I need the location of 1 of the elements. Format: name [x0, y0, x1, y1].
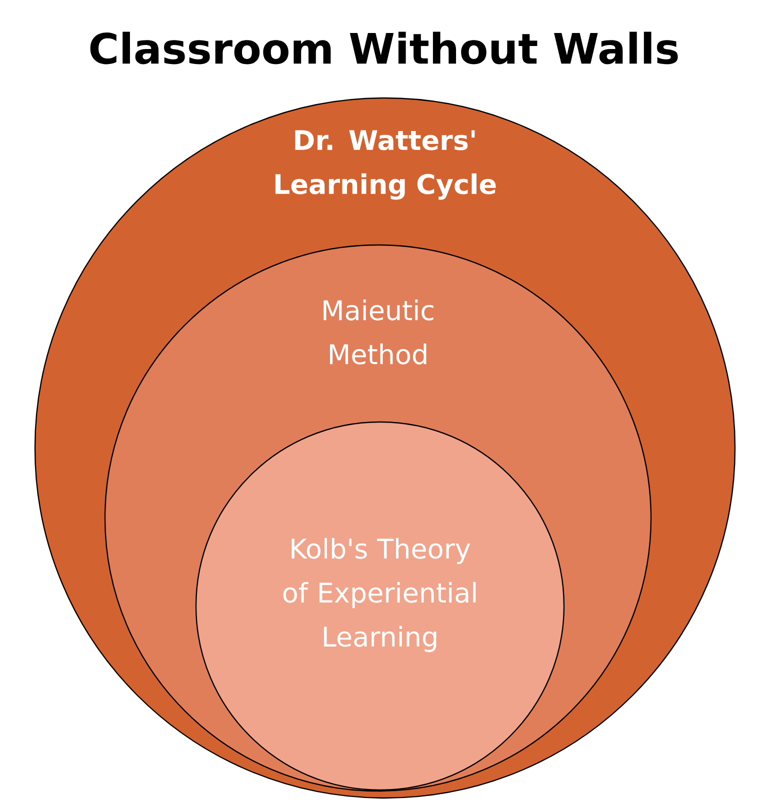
title: Classroom Without Walls — [90, 32, 678, 64]
